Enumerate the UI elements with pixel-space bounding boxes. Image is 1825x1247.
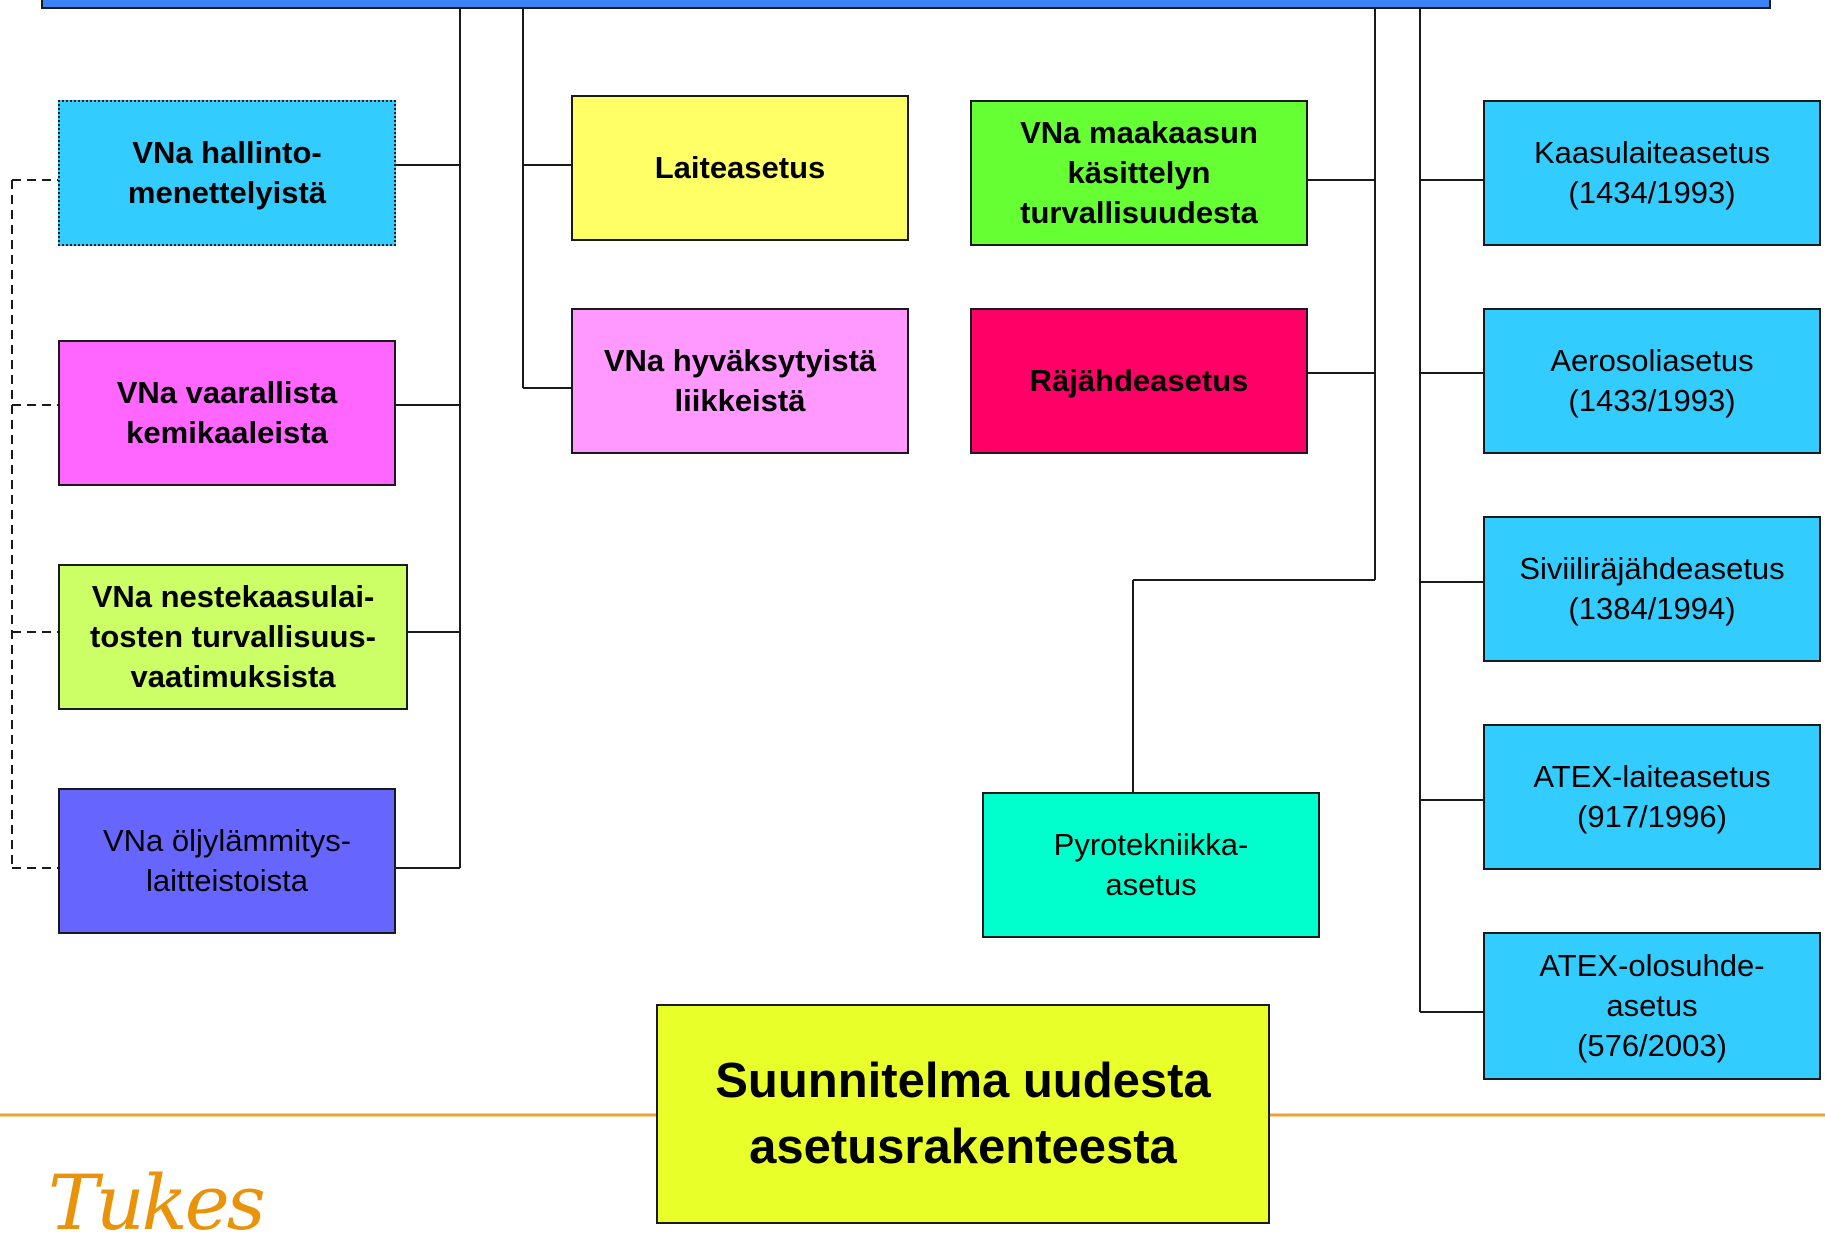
node-vaarallista-label: VNa vaarallista kemikaaleista <box>116 374 338 450</box>
node-maakaasu: VNa maakaasun käsittelyn turvallisuudest… <box>970 100 1308 246</box>
node-rajahde: Räjähdeasetus <box>970 308 1308 454</box>
node-maakaasu-label: VNa maakaasun käsittelyn turvallisuudest… <box>1020 114 1258 231</box>
node-aerosoli-label: Aerosoliasetus (1433/1993) <box>1550 342 1754 418</box>
node-atex-laite: ATEX-laiteasetus (917/1996) <box>1483 724 1821 870</box>
node-rajahde-label: Räjähdeasetus <box>1029 362 1249 398</box>
node-laiteasetus-label: Laiteasetus <box>654 149 826 185</box>
node-kaasulaite: Kaasulaiteasetus (1434/1993) <box>1483 100 1821 246</box>
node-nestekaasu: VNa nestekaasulai- tosten turvallisuus- … <box>58 564 408 710</box>
node-oljy-label: VNa öljylämmitys- laitteistoista <box>102 822 352 898</box>
node-aerosoli: Aerosoliasetus (1433/1993) <box>1483 308 1821 454</box>
node-hallinto: VNa hallinto- menettelyistä <box>58 100 396 246</box>
node-siviili-label: Siviiliräjähdeasetus (1384/1994) <box>1519 550 1785 626</box>
node-atex-olosuhde: ATEX-olosuhde- asetus (576/2003) <box>1483 932 1821 1080</box>
node-hallinto-label: VNa hallinto- menettelyistä <box>127 134 327 210</box>
node-siviili: Siviiliräjähdeasetus (1384/1994) <box>1483 516 1821 662</box>
node-nestekaasu-label: VNa nestekaasulai- tosten turvallisuus- … <box>90 578 376 695</box>
node-pyrotekniikka-label: Pyrotekniikka- asetus <box>1053 826 1249 902</box>
node-laiteasetus: Laiteasetus <box>571 95 909 241</box>
node-oljy: VNa öljylämmitys- laitteistoista <box>58 788 396 934</box>
node-kaasulaite-label: Kaasulaiteasetus (1434/1993) <box>1533 134 1771 210</box>
title-text: Suunnitelma uudesta asetusrakenteesta <box>715 1053 1211 1174</box>
tukes-logo: Tukes <box>48 1158 266 1247</box>
node-atex-olosuhde-label: ATEX-olosuhde- asetus (576/2003) <box>1539 947 1765 1064</box>
node-atex-laite-label: ATEX-laiteasetus (917/1996) <box>1533 758 1771 834</box>
connector-lines <box>0 0 1825 1117</box>
top-bar <box>41 0 1771 9</box>
title-box: Suunnitelma uudesta asetusrakenteesta <box>656 1004 1270 1224</box>
node-hyvaksytyista-label: VNa hyväksytyistä liikkeistä <box>603 342 877 418</box>
node-hyvaksytyista: VNa hyväksytyistä liikkeistä <box>571 308 909 454</box>
node-pyrotekniikka: Pyrotekniikka- asetus <box>982 792 1320 938</box>
node-vaarallista: VNa vaarallista kemikaaleista <box>58 340 396 486</box>
